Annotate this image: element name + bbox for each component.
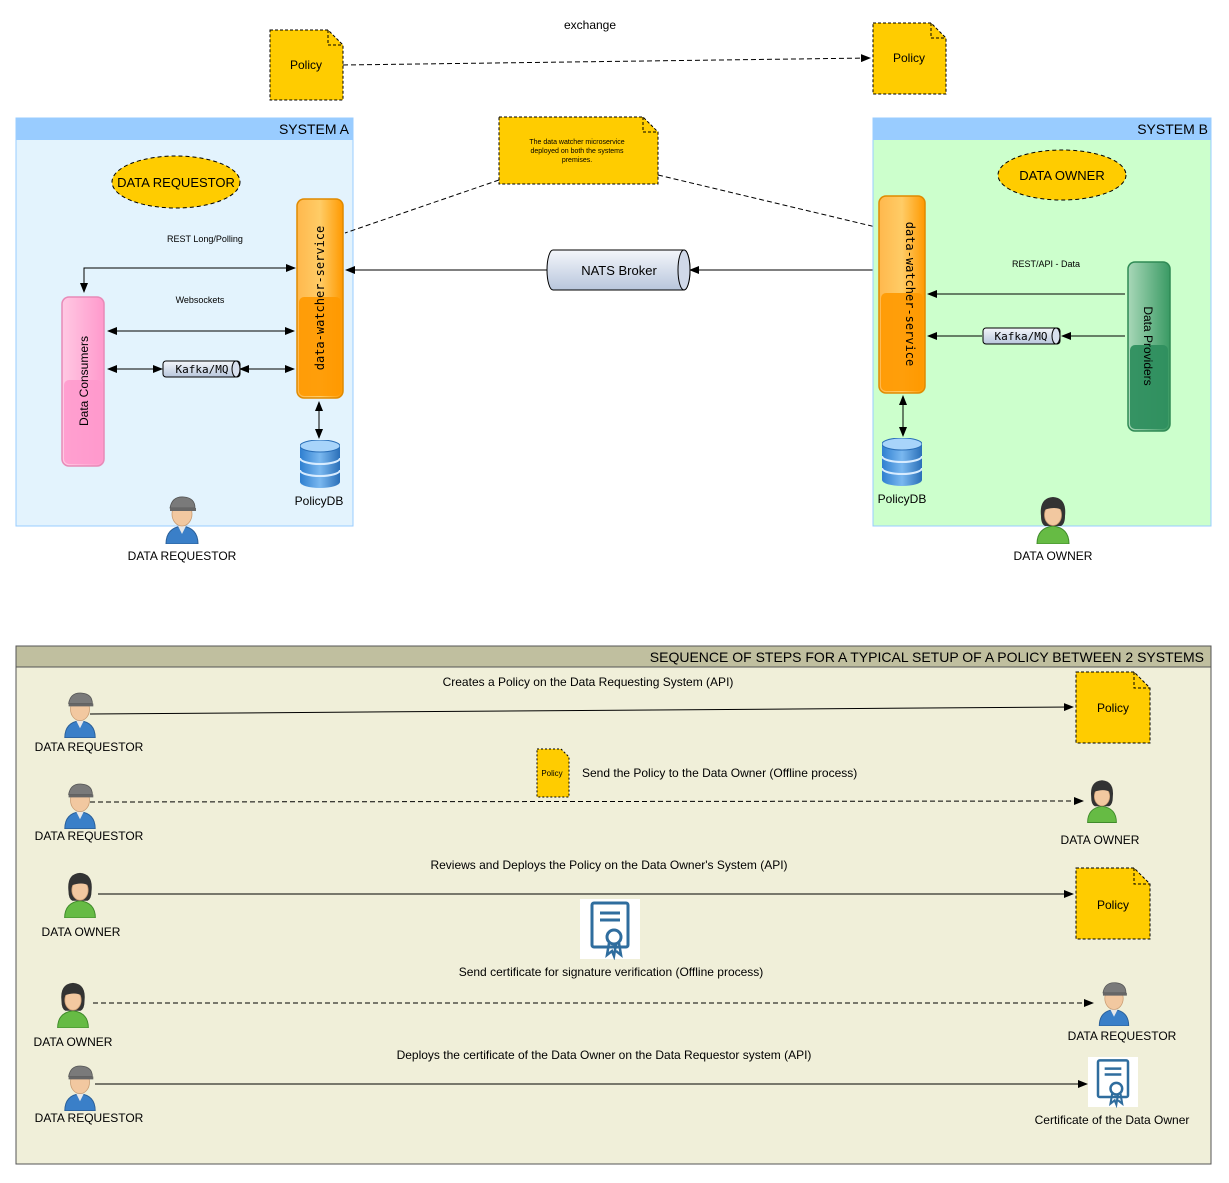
service-label: data-watcher-service [903,222,917,367]
step-arrow [89,797,1084,806]
database-icon [300,440,340,488]
policy-document-left[interactable]: Policy [269,29,344,101]
policy-document[interactable] [1075,671,1151,744]
note-line: premises. [562,157,592,164]
note-link-a [344,179,500,234]
role-label: DATA REQUESTOR [117,175,235,190]
sequence-step-2: DATA REQUESTOR Policy Send the Policy to… [35,748,1140,847]
service-label: data-watcher-service [313,226,327,371]
step-target-label: Policy [1097,898,1129,912]
kafka-queue-b[interactable]: Kafka/MQ [982,327,1061,345]
policy-document[interactable] [1075,867,1151,940]
sequence-step-1: DATA REQUESTOR Creates a Policy on the D… [35,671,1151,754]
inline-policy-label: Policy [541,769,562,778]
kafka-label: Kafka/MQ [995,330,1048,343]
nats-broker[interactable]: NATS Broker [546,249,691,291]
note-line: deployed on both the systems [530,148,624,155]
sequence-step-3: DATA OWNER Reviews and Deploys the Polic… [42,858,1151,960]
system-b-title: SYSTEM B [1137,121,1208,137]
policy-document-right[interactable]: Policy [872,22,947,95]
step-target-label: DATA OWNER [1061,833,1140,847]
policydb-label-b: PolicyDB [878,492,927,506]
consumers-label: Data Consumers [77,336,91,426]
step-arrow [89,703,1074,715]
certificate-icon [580,898,640,960]
data-watcher-service-b[interactable]: data-watcher-service [878,195,926,394]
data-watcher-service-a[interactable]: data-watcher-service [296,198,344,399]
database-icon [882,438,922,486]
role-label: DATA OWNER [1019,168,1104,183]
system-a-title: SYSTEM A [279,121,350,137]
rest-api-label: REST/API - Data [1012,259,1080,269]
kafka-queue-a[interactable]: Kafka/MQ [162,360,241,378]
note-link-b [657,174,881,229]
providers-label: Data Providers [1141,306,1155,385]
step-from-label: DATA REQUESTOR [35,829,144,843]
step-from-label: DATA REQUESTOR [35,740,144,754]
data-requestor-role: DATA REQUESTOR [111,155,241,209]
step-target-label: Certificate of the Data Owner [1035,1113,1190,1127]
policy-label: Policy [893,51,925,65]
step-label: Send the Policy to the Data Owner (Offli… [582,766,857,780]
note-line: The data watcher microservice [529,139,624,146]
exchange-arrow [342,54,871,66]
exchange-label: exchange [564,18,616,32]
step-from-label: DATA REQUESTOR [35,1111,144,1125]
data-owner-role: DATA OWNER [997,149,1127,201]
step-label: Reviews and Deploys the Policy on the Da… [430,858,787,872]
note-data-watcher: The data watcher microservice deployed o… [498,116,659,185]
inline-policy-document [536,748,570,798]
policy-label: Policy [290,58,322,72]
websockets-label: Websockets [176,295,225,305]
step-target-label: Policy [1097,701,1129,715]
data-providers[interactable]: Data Providers [1127,261,1171,432]
actor-label-b: DATA OWNER [1014,549,1093,563]
kafka-label: Kafka/MQ [176,363,229,376]
data-consumers[interactable]: Data Consumers [61,296,105,467]
step-target-label: DATA REQUESTOR [1068,1029,1177,1043]
step-label: Deploys the certificate of the Data Owne… [397,1048,812,1062]
step-label: Send certificate for signature verificat… [459,965,764,979]
step-from-label: DATA OWNER [34,1035,113,1049]
actor-label-a: DATA REQUESTOR [128,549,237,563]
policydb-label-a: PolicyDB [295,494,344,508]
sequence-step-4: DATA OWNER Send certificate for signatur… [34,965,1177,1049]
rest-polling-label: REST Long/Polling [167,234,243,244]
rest-polling-arrow [80,264,296,293]
broker-label: NATS Broker [581,263,657,278]
step-label: Creates a Policy on the Data Requesting … [443,675,734,689]
sequence-title: SEQUENCE OF STEPS FOR A TYPICAL SETUP OF… [650,649,1204,665]
step-from-label: DATA OWNER [42,925,121,939]
sequence-step-5: DATA REQUESTOR Deploys the certificate o… [35,1048,1190,1127]
certificate-icon [1088,1056,1138,1108]
